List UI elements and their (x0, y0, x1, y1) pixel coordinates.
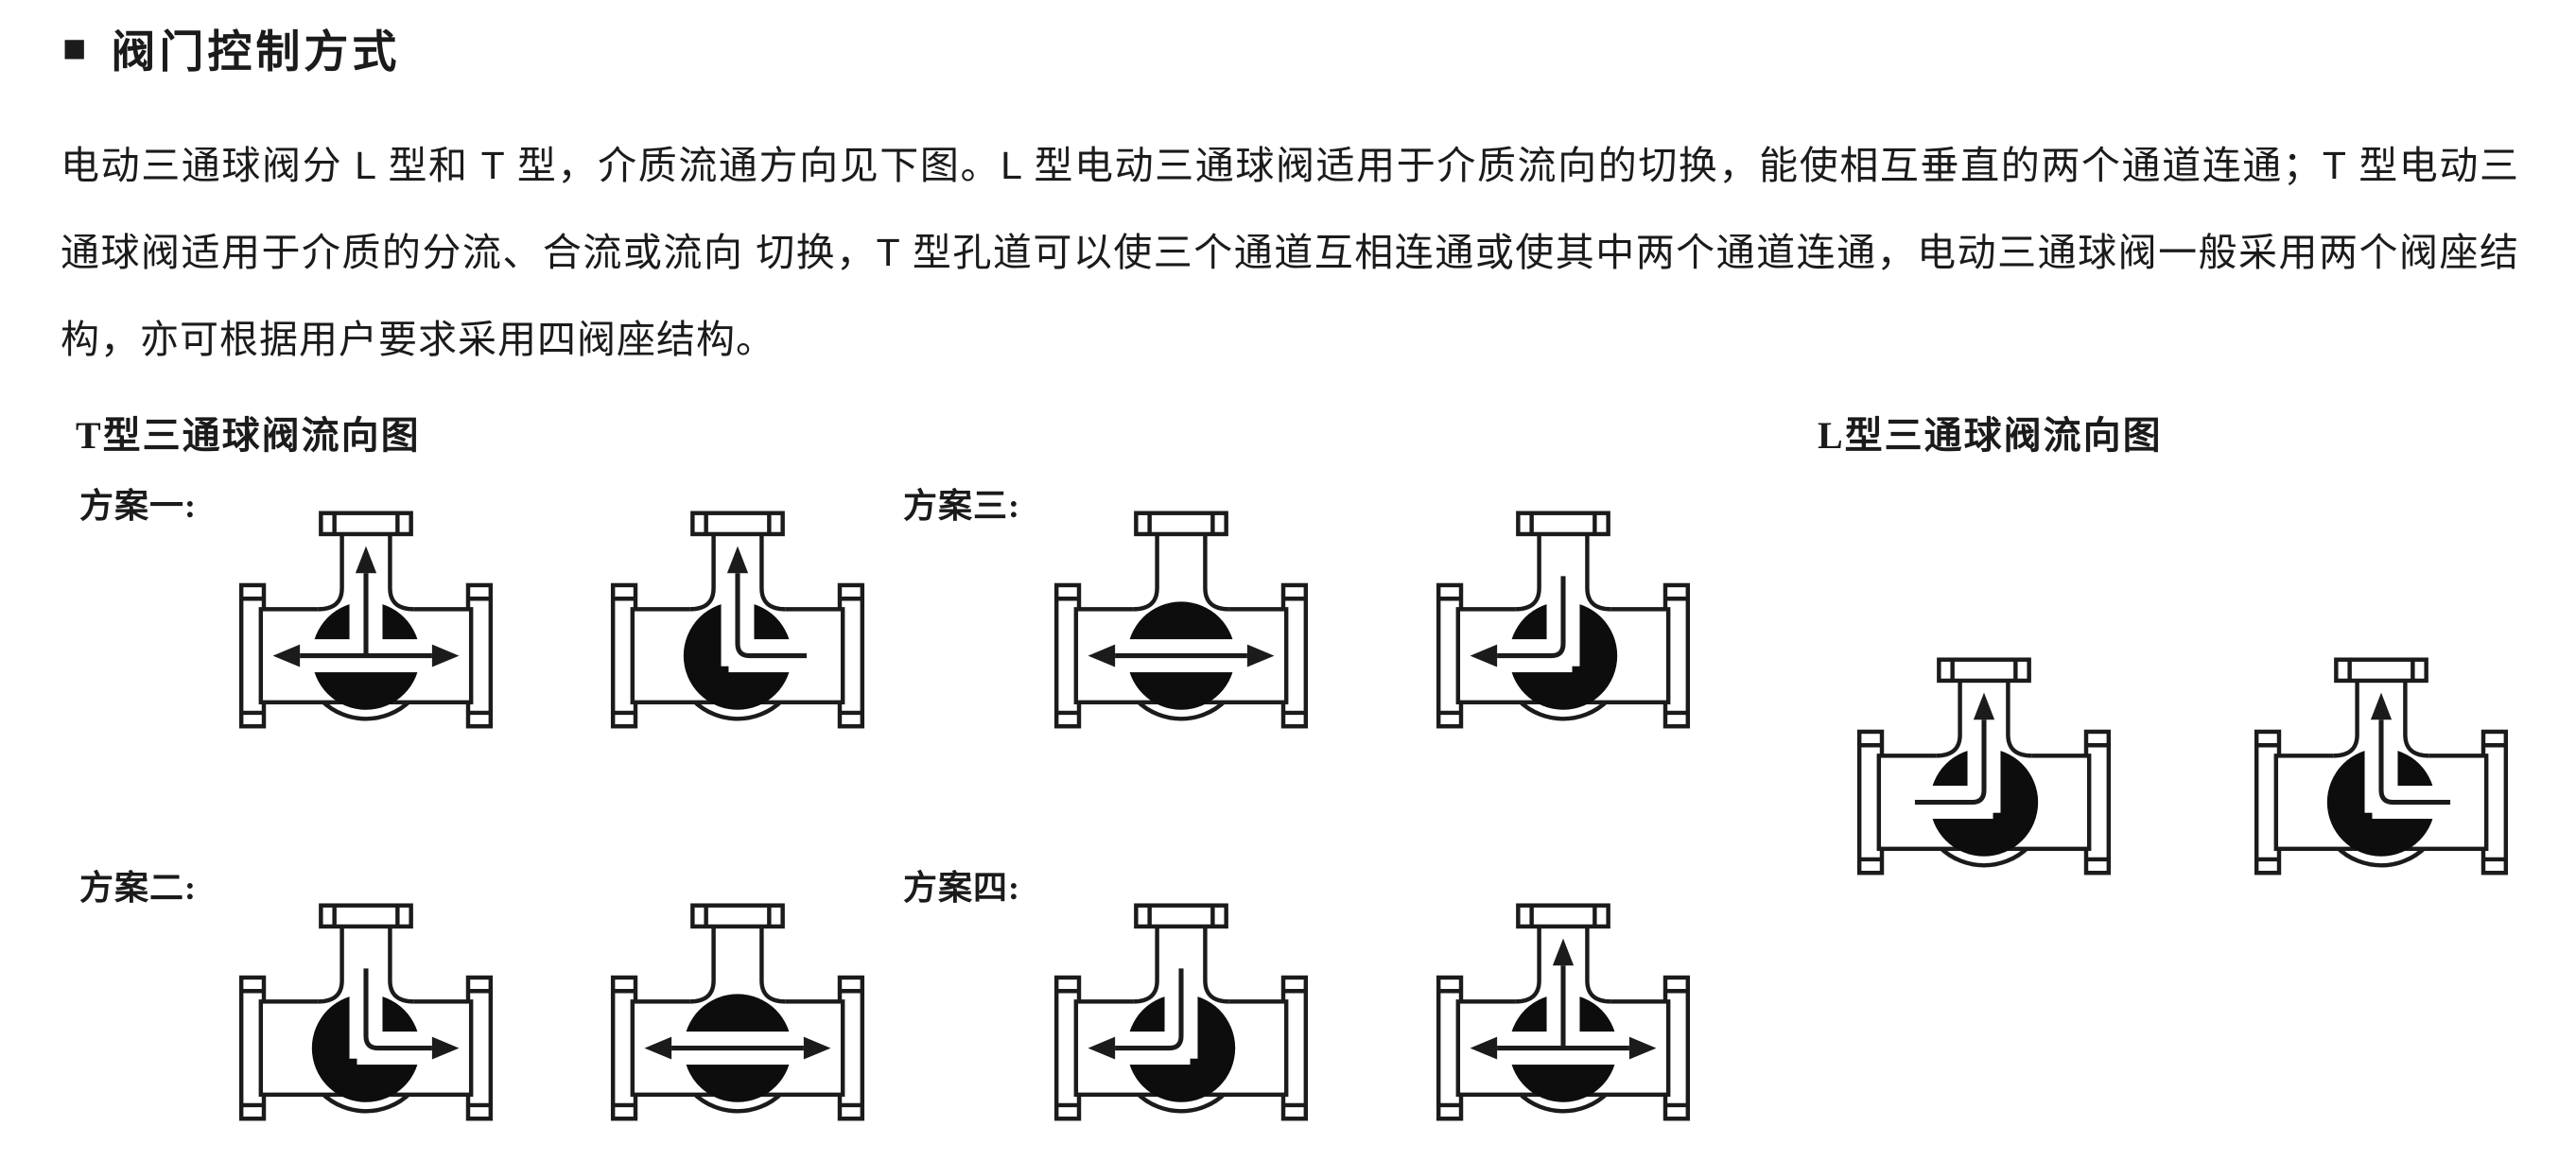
top-flange (690, 903, 785, 929)
valve-diagram (1834, 648, 2134, 903)
valve-diagram-svg (1053, 511, 1309, 729)
valve-diagram-svg (1436, 903, 1691, 1121)
top-flange (690, 511, 785, 537)
flow-arrow (644, 1036, 831, 1060)
valve-diagram (587, 893, 888, 1149)
top-flange (319, 903, 413, 929)
flow-arrow (726, 546, 808, 659)
valve-diagram-svg (1856, 657, 2112, 875)
flow-arrow (1470, 576, 1566, 667)
section-title-row: ■ 阀门控制方式 (62, 15, 400, 80)
flow-arrow (2370, 692, 2451, 806)
valve-diagram-svg (238, 903, 494, 1121)
valve-diagram (1413, 501, 1714, 756)
valve-diagram (1413, 893, 1714, 1149)
scheme-label: 方案一: (79, 487, 197, 525)
valve-diagram (2231, 648, 2532, 903)
flow-arrow (1088, 968, 1184, 1060)
valve-diagram-svg (610, 903, 865, 1121)
top-flange (319, 511, 413, 537)
valve-diagram (587, 501, 888, 756)
valve-diagram (1031, 893, 1332, 1149)
intro-paragraph: 电动三通球阀分 L 型和 T 型，介质流通方向见下图。L 型电动三通球阀适用于介… (61, 144, 2519, 361)
top-flange (1516, 903, 1610, 929)
page-title: 阀门控制方式 (111, 26, 401, 77)
valve-diagram (216, 893, 516, 1149)
scheme-label: 方案四: (903, 869, 1020, 907)
flow-arrow (1088, 644, 1275, 667)
flow-arrow (1470, 938, 1657, 1060)
title-bullet-icon: ■ (62, 25, 87, 70)
valve-diagram-svg (1436, 511, 1691, 729)
top-flange (1516, 511, 1610, 537)
valve-diagram (1031, 501, 1332, 756)
scheme-label: 方案三: (903, 487, 1020, 525)
top-flange (1937, 657, 2031, 684)
t-type-heading: T型三通球阀流向图 (76, 414, 421, 457)
l-type-heading: L型三通球阀流向图 (1818, 414, 2163, 457)
valve-diagram-svg (238, 511, 494, 729)
flow-arrow (1914, 692, 1995, 806)
valve-diagram-svg (1053, 903, 1309, 1121)
valve-diagram-svg (610, 511, 865, 729)
scheme-label: 方案二: (79, 869, 197, 907)
flow-arrow (272, 546, 460, 667)
top-flange (2334, 657, 2428, 684)
top-flange (1134, 511, 1228, 537)
top-flange (1134, 903, 1228, 929)
flow-arrow (363, 968, 460, 1060)
valve-diagram (216, 501, 516, 756)
valve-diagram-svg (2254, 657, 2509, 875)
